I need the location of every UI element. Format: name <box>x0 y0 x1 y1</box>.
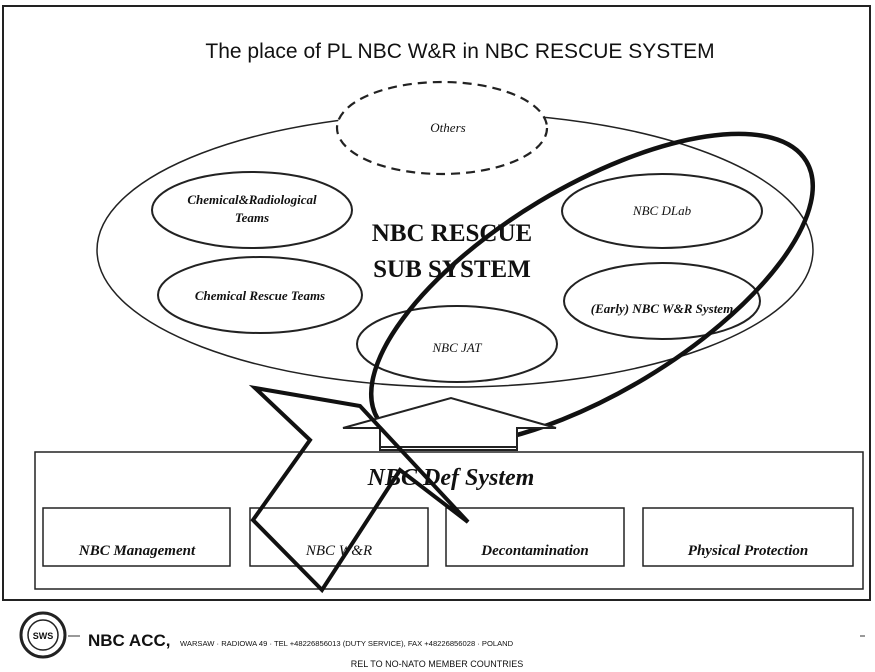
chem-rad-teams-label-2: Teams <box>235 210 269 225</box>
nbc-jat-label: NBC JAT <box>432 340 483 355</box>
others-ellipse <box>335 80 549 176</box>
wr-feed-arrow <box>248 384 470 594</box>
component-box-physical-protection <box>642 507 854 567</box>
footer-address: WARSAW · RADIOWA 49 · TEL +48226856013 (… <box>180 639 514 648</box>
footer-release: REL TO NO-NATO MEMBER COUNTRIES <box>351 659 524 669</box>
component-label-wr: NBC W&R <box>305 543 372 559</box>
footer-logo-text: SWS <box>33 631 54 641</box>
component-label-physical-protection: Physical Protection <box>688 543 808 559</box>
footer-bar <box>80 628 860 650</box>
slide-frame <box>2 5 871 601</box>
chem-rad-teams-ellipse <box>151 171 353 249</box>
early-wr-system-ellipse <box>563 262 761 340</box>
chem-rescue-teams-label: Chemical Rescue Teams <box>195 288 325 303</box>
chem-rad-teams-label-1: Chemical&Radiological <box>187 192 317 207</box>
component-box-management <box>42 507 231 567</box>
component-label-management: NBC Management <box>78 543 196 559</box>
component-box-decontamination <box>445 507 625 567</box>
chem-rescue-teams-ellipse <box>157 256 363 334</box>
others-label: Others <box>430 120 465 135</box>
footer-logo: SWS <box>19 611 67 659</box>
nbc-jat-ellipse <box>356 305 558 383</box>
rescue-subsystem-line-2: SUB SYSTEM <box>373 256 531 283</box>
def-system-title: NBC Def System <box>367 465 535 491</box>
component-label-decontamination: Decontamination <box>480 543 589 559</box>
nbc-dlab-label: NBC DLab <box>632 203 692 218</box>
footer-org: NBC ACC, <box>88 631 170 650</box>
nbc-dlab-ellipse <box>561 173 763 249</box>
slide-title: The place of PL NBC W&R in NBC RESCUE SY… <box>205 40 714 63</box>
early-wr-system-label: (Early) NBC W&R System <box>591 301 733 316</box>
def-system-frame <box>34 451 864 590</box>
